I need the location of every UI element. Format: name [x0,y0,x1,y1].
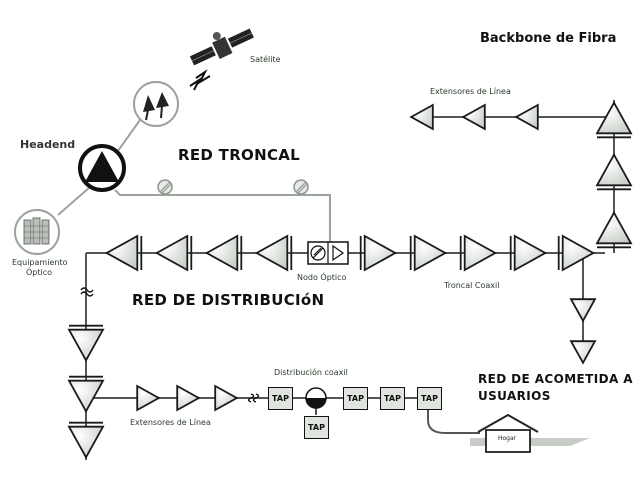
amplifier-icon [67,379,105,414]
coax-splitter-icon [305,387,327,409]
amplifier-icon [67,328,105,363]
home-drop-line [427,408,480,434]
acometida-label-line2: USUARIOS [478,389,551,403]
splitter-icon [80,287,260,403]
amplifier-icon [176,384,201,412]
equipment-label-line2: Óptico [26,268,53,277]
amplifier-icon [136,384,161,412]
amplifier-icon [363,234,398,272]
tap-icon: TAP [304,416,329,439]
amplifier-icon [514,103,539,131]
distribucion-coaxil-label: Distribución coaxil [274,368,348,377]
amplifier-icon [513,234,548,272]
amplifier-icon [204,234,239,272]
tap-icon: TAP [380,387,405,410]
amplifier-icon [154,234,189,272]
amplifier-icon [67,425,105,460]
optical-node-icon [307,241,349,265]
amplifier-icon [595,210,633,245]
nodo-optico-label: Nodo Óptico [297,273,347,282]
dish-antenna-icon [133,81,179,127]
headend-label: Headend [20,138,76,151]
home-label: Hogar [498,435,517,442]
satellite-label: Satélite [250,55,281,64]
amplifier-icon [561,234,596,272]
amplifier-icon [413,234,448,272]
amplifier-icon [463,234,498,272]
home-icon [477,413,539,453]
headend-icon [78,144,126,192]
amplifier-icon [409,103,434,131]
tap-icon: TAP [417,387,442,410]
amplifier-icon [254,234,289,272]
amplifier-icon [569,298,597,323]
red-distribucion-label: RED DE DISTRIBUCIóN [132,291,325,309]
tap-icon: TAP [343,387,368,410]
extensores-top-label: Extensores de Línea [430,87,511,96]
amplifier-icon [214,384,239,412]
red-troncal-label: RED TRONCAL [178,146,301,164]
equipment-label-line1: Equipamiento [12,258,68,267]
acometida-label-line1: RED DE ACOMETIDA A [478,372,633,386]
optical-equipment-icon [14,209,60,255]
diagram-title: Backbone de Fibra [480,31,617,46]
extensores-bottom-label: Extensores de Línea [130,418,211,427]
tap-icon: TAP [268,387,293,410]
troncal-coaxil-label: Troncal Coaxil [444,281,500,290]
fiber-link [114,189,331,245]
satellite-icon [189,28,254,91]
amplifier-icon [461,103,486,131]
amplifier-icon [104,234,139,272]
amplifier-icon [569,340,597,365]
amplifier-icon [595,152,633,187]
fiber-splices [157,179,309,195]
satellite-link [114,119,141,156]
amplifier-icon [595,100,633,135]
amplifiers [67,100,633,460]
